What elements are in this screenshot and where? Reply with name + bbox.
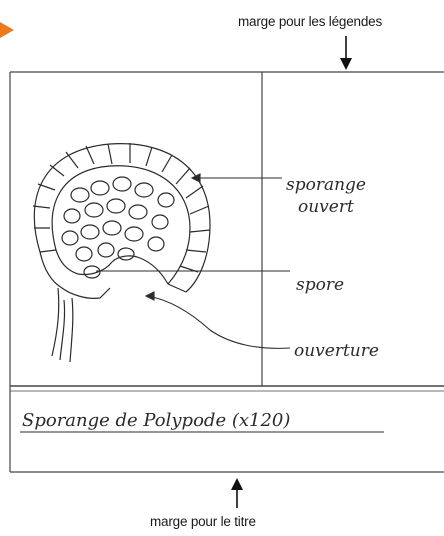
drawing-title: Sporange de Polypode (x120) xyxy=(22,410,290,431)
label-spore: spore xyxy=(296,275,344,295)
title-margin-caption: marge pour le titre xyxy=(150,514,256,529)
label-ouvert: ouvert xyxy=(298,197,354,217)
legend-margin-arrow xyxy=(340,36,352,70)
title-margin-arrow xyxy=(231,478,243,508)
label-sporange: sporange xyxy=(286,175,366,195)
page-frame xyxy=(9,71,444,473)
sporangium-drawing xyxy=(32,143,211,363)
orange-arrow-icon xyxy=(0,22,14,38)
leader-lines xyxy=(96,173,291,349)
label-ouverture: ouverture xyxy=(294,341,379,361)
legend-margin-caption: marge pour les légendes xyxy=(238,14,382,29)
